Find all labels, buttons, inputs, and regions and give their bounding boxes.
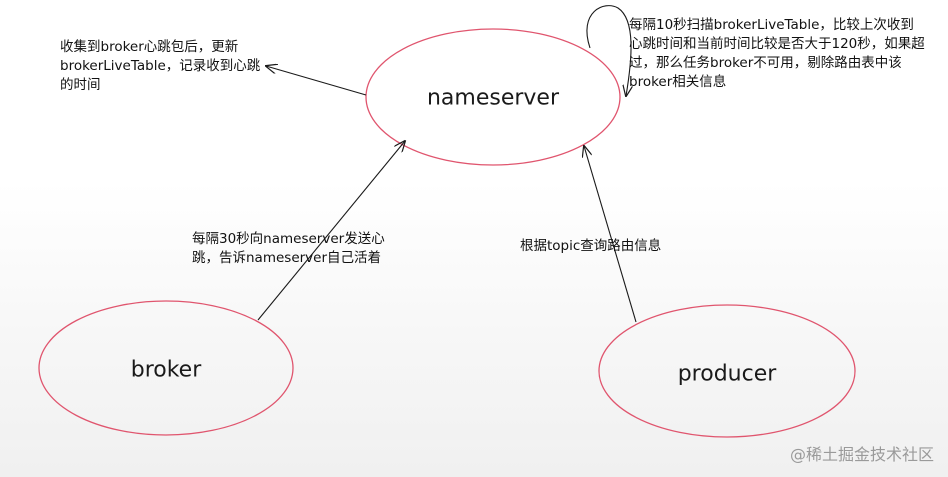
arrow-producer-to-nameserver: [584, 146, 637, 323]
query-note: 根据topic查询路由信息: [520, 238, 662, 254]
nameserver-node: [365, 28, 621, 166]
registration-note: 收集到broker心跳包后，更新brokerLiveTable，记录收到心跳的时…: [60, 39, 261, 93]
heartbeat-note: 每隔30秒向nameserver发送心跳，告诉nameserver自己活着: [192, 231, 385, 266]
broker-node: [38, 300, 294, 436]
producer-node: [598, 304, 856, 438]
producer-label: producer: [677, 361, 777, 387]
arrow-to-registration-note: [266, 66, 367, 96]
self-check-note: 每隔10秒扫描brokerLiveTable，比较上次收到心跳时间和当前时间比较…: [629, 17, 925, 90]
watermark-text: @稀土掘金技术社区: [789, 445, 934, 464]
nameserver-label: nameserver: [426, 85, 560, 111]
arrow-broker-to-nameserver: [257, 141, 405, 321]
self-loop-arrow: [586, 5, 631, 96]
broker-label: broker: [130, 357, 202, 383]
